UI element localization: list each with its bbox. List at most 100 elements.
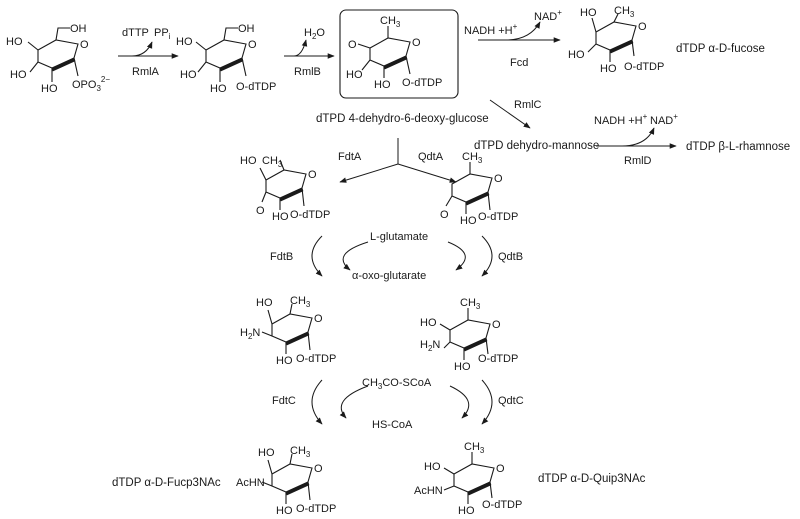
- ho-label: HO: [460, 215, 477, 227]
- amino-label: H2N: [420, 339, 440, 353]
- nadh-label: NADH +H+: [464, 22, 518, 37]
- odtdp-label: O-dTDP: [296, 503, 336, 515]
- rmld-step: NADH +H+ NAD+ RmlD: [594, 112, 678, 167]
- branch-arrows: FdtA QdtA: [338, 138, 457, 183]
- rmlb-label: RmlB: [294, 66, 321, 78]
- qdt-keto-structure: CH3 O HO O O-dTDP: [440, 151, 518, 227]
- qdtc-label: QdtC: [498, 395, 524, 407]
- methyl-label: CH3: [290, 445, 311, 459]
- odtdp-label: O-dTDP: [296, 353, 336, 365]
- rmlb-step: H2O RmlB: [284, 27, 335, 78]
- keto-oxygen: O: [256, 205, 265, 217]
- opo3-sup: 2−: [101, 75, 110, 84]
- fdta-label: FdtA: [338, 151, 362, 163]
- l-glutamate-label: L-glutamate: [370, 231, 428, 243]
- fdtc-label: FdtC: [272, 395, 296, 407]
- methyl-label: CH3: [380, 15, 401, 29]
- ho-label: HO: [568, 49, 585, 61]
- methyl-label: CH3: [460, 297, 481, 311]
- ring-oxygen: O: [638, 21, 647, 33]
- qdta-label: QdtA: [418, 151, 444, 163]
- fucp3nac-structure: HO CH3 AcHN HO O O-dTDP: [236, 445, 336, 517]
- ho-label: HO: [580, 7, 597, 19]
- ho-label: HO: [258, 447, 275, 459]
- ring-oxygen: O: [492, 319, 501, 331]
- keto-oxygen: O: [348, 39, 357, 51]
- keto-intermediate-name: dTPD 4-dehydro-6-deoxy-glucose: [316, 113, 489, 125]
- rmla-label: RmlA: [132, 66, 160, 78]
- oxo-glutarate-label: α-oxo-glutarate: [352, 270, 426, 282]
- fucose-name: dTDP α-D-fucose: [676, 43, 765, 55]
- ho-label: HO: [374, 79, 391, 91]
- dehydro-mannose-name: dTPD dehydro-mannose: [474, 140, 599, 152]
- nadh-label: NADH +H+: [594, 112, 648, 127]
- ho-label: HO: [420, 317, 437, 329]
- keto-intermediate-box: CH3 O HO HO O O-dTDP: [339, 9, 459, 99]
- ho-label: HO: [41, 83, 58, 95]
- keto-oxygen: O: [440, 209, 449, 221]
- ho-label: HO: [210, 83, 227, 95]
- quip3nac-structure: CH3 HO AcHN HO O O-dTDP: [414, 441, 522, 517]
- opo3-text: OPO: [72, 79, 97, 91]
- water-label: H2O: [304, 27, 325, 41]
- fdt-amino-structure: HO CH3 H2N HO O O-dTDP: [240, 295, 336, 367]
- nad-label: NAD+: [534, 8, 562, 23]
- acetylation-step: FdtC QdtC CH3CO-SCoA HS-CoA: [272, 377, 524, 431]
- ppi-label: PPi: [154, 27, 171, 41]
- ho-label: HO: [276, 355, 293, 367]
- dttp-label: dTTP: [122, 27, 149, 39]
- ho-label: HO: [458, 505, 475, 517]
- ho-label: HO: [180, 69, 197, 81]
- dtdp-glucose-structure: OH HO HO HO O O-dTDP: [176, 23, 276, 95]
- ho-label: HO: [272, 211, 289, 223]
- transamination-step: FdtB QdtB L-glutamate α-oxo-glutarate: [270, 231, 523, 282]
- odtdp-label: O-dTDP: [624, 61, 664, 73]
- methyl-label: CH3: [262, 155, 283, 169]
- acetyl-coa-label: CH3CO-SCoA: [362, 377, 432, 391]
- phosphate-label: OPO32−: [72, 75, 110, 93]
- ring-oxygen: O: [80, 39, 89, 51]
- odtdp-label: O-dTDP: [478, 211, 518, 223]
- ring-oxygen: O: [412, 37, 421, 49]
- fcd-step: NADH +H+ NAD+ Fcd: [464, 8, 562, 69]
- rmld-label: RmlD: [624, 155, 652, 167]
- ring-oxygen: O: [248, 39, 257, 51]
- dtdp-fucose-structure: HO CH3 HO HO O O-dTDP: [568, 5, 664, 75]
- nad-label: NAD+: [650, 112, 678, 127]
- rhamnose-name: dTDP β-L-rhamnose: [686, 141, 790, 153]
- ho-label: HO: [6, 36, 23, 48]
- ring-oxygen: O: [494, 173, 503, 185]
- glucose-1-phosphate-structure: OH HO HO HO O OPO32−: [6, 23, 110, 95]
- ho-label: HO: [346, 69, 363, 81]
- fucp3nac-name: dTDP α-D-Fucp3NAc: [112, 477, 221, 489]
- odtdp-label: O-dTDP: [482, 499, 522, 511]
- ring-oxygen: O: [308, 169, 317, 181]
- oh-label: OH: [238, 23, 255, 35]
- oh-label: OH: [70, 23, 87, 35]
- methyl-label: CH3: [462, 151, 483, 165]
- methyl-label: CH3: [614, 5, 635, 19]
- acetamido-label: AcHN: [236, 477, 265, 489]
- amino-label: H2N: [240, 327, 260, 341]
- ho-label: HO: [600, 63, 617, 75]
- rmlc-step: RmlC: [489, 99, 542, 129]
- odtdp-label: O-dTDP: [478, 353, 518, 365]
- hs-coa-label: HS-CoA: [372, 419, 413, 431]
- ho-label: HO: [424, 461, 441, 473]
- fdt-keto-structure: HO CH3 O HO O O-dTDP: [240, 155, 330, 223]
- odtdp-label: O-dTDP: [236, 81, 276, 93]
- fdtb-label: FdtB: [270, 251, 293, 263]
- methyl-label: CH3: [290, 295, 311, 309]
- ho-label: HO: [276, 505, 293, 517]
- qdt-amino-structure: CH3 HO H2N HO O O-dTDP: [420, 297, 518, 373]
- ring-oxygen: O: [314, 313, 323, 325]
- rmlc-label: RmlC: [514, 99, 542, 111]
- opo3-sub: 3: [96, 84, 101, 93]
- quip3nac-name: dTDP α-D-Quip3NAc: [538, 473, 646, 485]
- ho-label: HO: [176, 36, 193, 48]
- ring-oxygen: O: [496, 463, 505, 475]
- rmla-step: dTTP PPi RmlA: [118, 27, 179, 78]
- acetamido-label: AcHN: [414, 485, 443, 497]
- methyl-label: CH3: [464, 441, 485, 455]
